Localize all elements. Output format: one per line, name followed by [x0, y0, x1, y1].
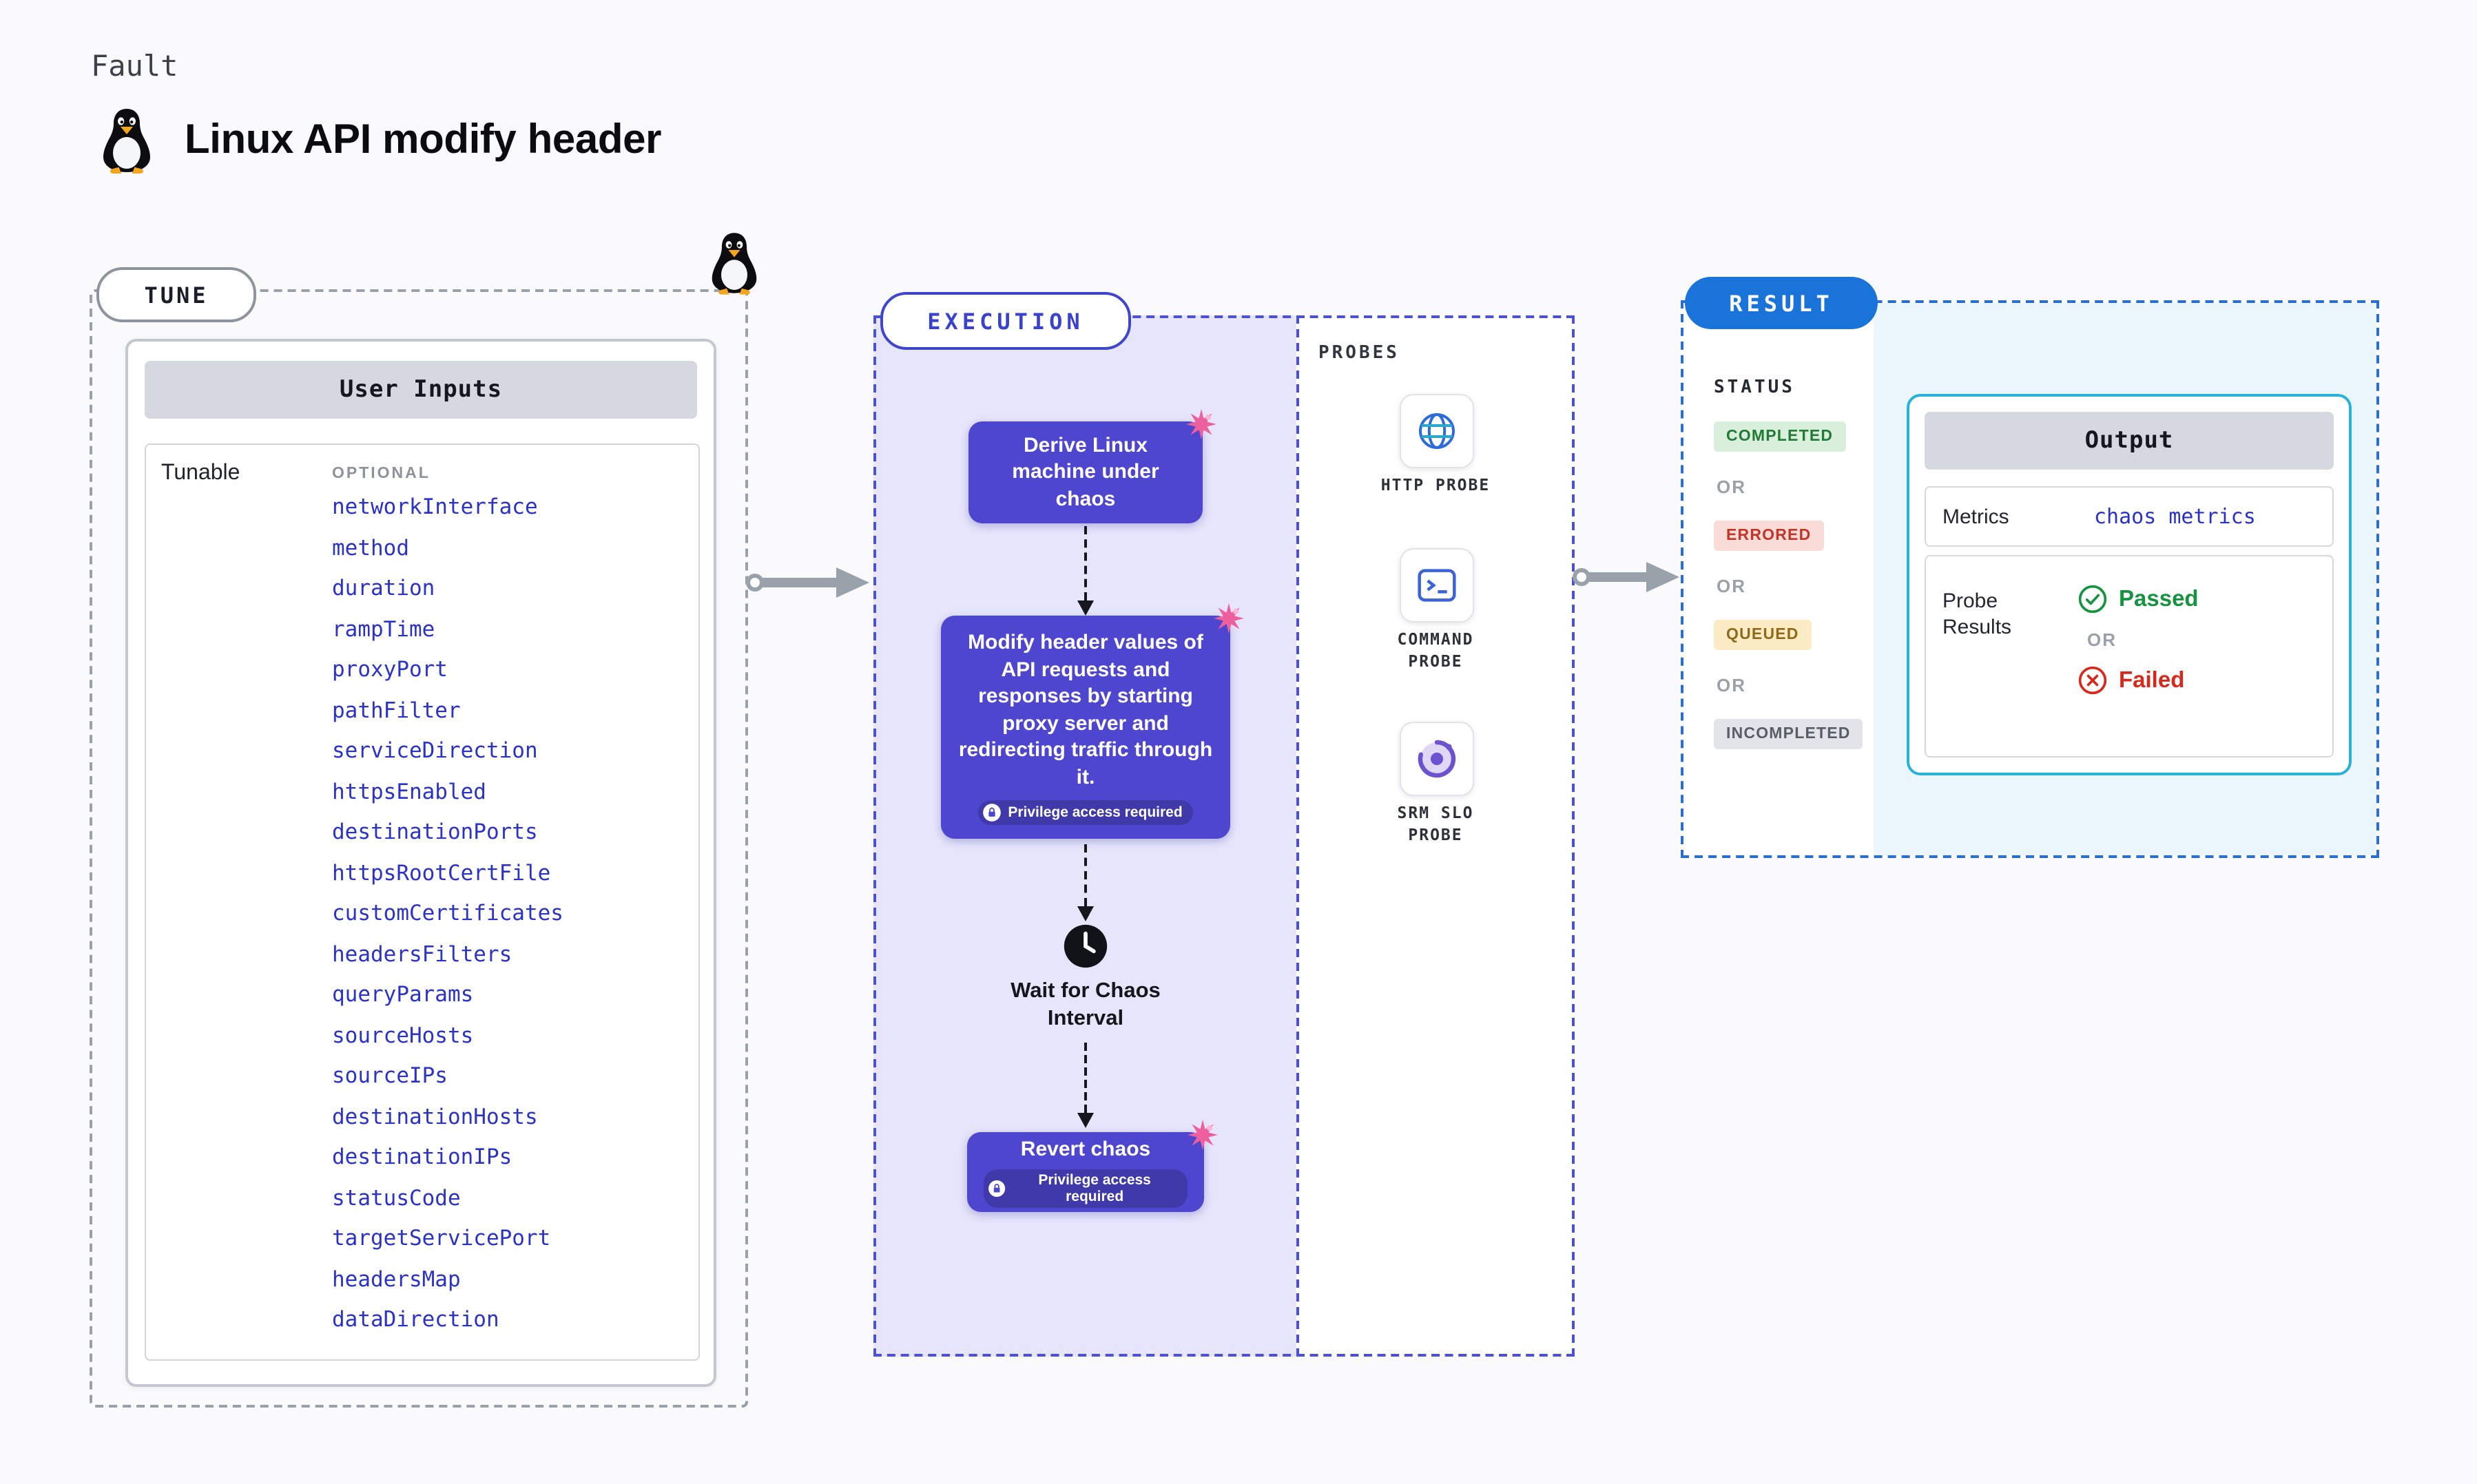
tunable-link[interactable]: rampTime: [332, 616, 435, 641]
chaos-metrics-link[interactable]: chaos metrics: [2094, 504, 2256, 529]
or-label: OR: [1717, 675, 1746, 696]
http-probe-label: HTTP PROBE: [1380, 475, 1491, 494]
tunable-link[interactable]: destinationIPs: [332, 1145, 512, 1169]
status-badge-errored: ERRORED: [1714, 521, 1824, 551]
tunable-link[interactable]: sourceIPs: [332, 1063, 448, 1088]
slo-gauge-icon: [1418, 740, 1456, 778]
execution-section: EXECUTION Derive Linux machine under cha…: [873, 292, 1305, 1357]
output-header: Output: [1925, 412, 2334, 470]
tunable-link[interactable]: duration: [332, 576, 435, 600]
probes-title: PROBES: [1318, 343, 1400, 364]
clock-icon: [1062, 923, 1109, 970]
user-inputs-card: User Inputs Tunable OPTIONAL networkInte…: [125, 339, 716, 1387]
step-modify-label: Modify header values of API requests and…: [958, 631, 1213, 788]
tunable-link[interactable]: httpsRootCertFile: [332, 860, 551, 885]
x-circle-icon: [2078, 666, 2107, 695]
tunable-link[interactable]: destinationPorts: [332, 819, 538, 844]
tunables-table: Tunable OPTIONAL networkInterface method…: [145, 443, 700, 1361]
tunable-link[interactable]: queryParams: [332, 982, 474, 1007]
linux-tux-icon: [708, 231, 760, 295]
execution-pill: EXECUTION: [880, 292, 1131, 350]
result-pill: RESULT: [1685, 277, 1878, 329]
result-section: RESULT STATUS COMPLETED OR ERRORED OR QU…: [1681, 277, 2379, 858]
passed-result: Passed: [2077, 584, 2199, 614]
status-title: STATUS: [1714, 377, 1795, 398]
chaos-spark-icon: [1212, 602, 1245, 635]
step-wait-label: Wait for Chaos Interval: [1011, 979, 1161, 1031]
tunable-link[interactable]: customCertificates: [332, 901, 563, 926]
tunable-link[interactable]: method: [332, 535, 409, 560]
srm-slo-probe-card: [1400, 722, 1474, 796]
status-badge-incompleted: INCOMPLETED: [1714, 719, 1863, 749]
passed-label: Passed: [2119, 586, 2199, 611]
privilege-badge-label: Privilege access required: [1008, 804, 1183, 821]
dashed-arrow-icon: [1077, 844, 1094, 921]
privilege-badge-label: Privilege access required: [1038, 1171, 1151, 1205]
optional-tag: OPTIONAL: [332, 466, 431, 482]
tunable-link[interactable]: proxyPort: [332, 657, 448, 682]
chaos-spark-icon: [1186, 1118, 1219, 1151]
command-probe-label: COMMAND PROBE: [1397, 629, 1474, 671]
lock-icon: [988, 1180, 1006, 1197]
metrics-label: Metrics: [1942, 505, 2009, 528]
page-title: Linux API modify header: [185, 117, 662, 163]
step-modify-header: Modify header values of API requests and…: [941, 603, 1244, 839]
lock-icon: [982, 804, 1001, 822]
command-probe-card: [1400, 548, 1474, 623]
or-label: OR: [2087, 629, 2117, 650]
probes-section: PROBES HTTP PROBE COMMAND PROBE SRM SLO …: [1296, 315, 1575, 1357]
tunable-column-label: Tunable: [161, 461, 240, 485]
tunable-link[interactable]: sourceHosts: [332, 1023, 474, 1047]
tune-section: TUNE User Inputs Tunable OPTIONAL networ…: [90, 233, 757, 1408]
tunable-link[interactable]: statusCode: [332, 1185, 461, 1210]
or-label: OR: [1717, 477, 1746, 497]
flow-arrow-icon: [745, 565, 872, 607]
srm-slo-probe-label: SRM SLO PROBE: [1397, 803, 1474, 845]
probe-results-values: Passed OR Failed: [2069, 556, 2199, 756]
probe-results-row: Probe Results Passed OR Failed: [1925, 555, 2334, 757]
tunable-link[interactable]: headersFilters: [332, 941, 512, 966]
step-derive-label: Derive Linux machine under chaos: [1012, 433, 1159, 511]
dashed-arrow-icon: [1077, 526, 1094, 616]
failed-result: Failed: [2077, 665, 2199, 696]
or-label: OR: [1717, 576, 1746, 596]
tunable-link[interactable]: serviceDirection: [332, 738, 538, 763]
metrics-row: Metrics chaos metrics: [1925, 486, 2334, 547]
terminal-icon: [1418, 569, 1456, 602]
flow-arrow-icon: [1572, 559, 1682, 602]
failed-label: Failed: [2119, 667, 2185, 692]
privilege-badge: Privilege access required: [977, 800, 1194, 825]
title-row: Linux API modify header: [99, 107, 661, 174]
fault-kicker: Fault: [91, 50, 178, 83]
tunable-link[interactable]: httpsEnabled: [332, 779, 486, 804]
dashed-arrow-icon: [1077, 1043, 1094, 1128]
http-probe-card: [1400, 394, 1474, 468]
tunable-list: networkInterface method duration rampTim…: [332, 494, 683, 1348]
tunable-link[interactable]: targetServicePort: [332, 1226, 551, 1251]
tunable-link[interactable]: headersMap: [332, 1266, 461, 1291]
tunable-link[interactable]: dataDirection: [332, 1307, 499, 1332]
tunable-link[interactable]: networkInterface: [332, 494, 538, 519]
globe-icon: [1419, 413, 1455, 449]
probe-results-label: Probe Results: [1942, 589, 2012, 639]
chaos-spark-icon: [1185, 408, 1218, 441]
output-card: Output Metrics chaos metrics Probe Resul…: [1907, 394, 2352, 775]
tune-pill: TUNE: [96, 267, 256, 322]
linux-tux-icon: [99, 107, 154, 174]
check-circle-icon: [2078, 585, 2107, 614]
user-inputs-header: User Inputs: [145, 361, 697, 419]
step-revert-chaos: Revert chaos Privilege access required: [967, 1120, 1218, 1212]
status-badge-completed: COMPLETED: [1714, 421, 1846, 452]
tunable-link[interactable]: pathFilter: [332, 698, 461, 722]
status-badge-queued: QUEUED: [1714, 620, 1812, 650]
step-revert-label: Revert chaos: [1020, 1138, 1151, 1162]
step-derive-machine: Derive Linux machine under chaos: [968, 409, 1216, 523]
privilege-badge: Privilege access required: [984, 1169, 1188, 1208]
tunable-link[interactable]: destinationHosts: [332, 1104, 538, 1129]
